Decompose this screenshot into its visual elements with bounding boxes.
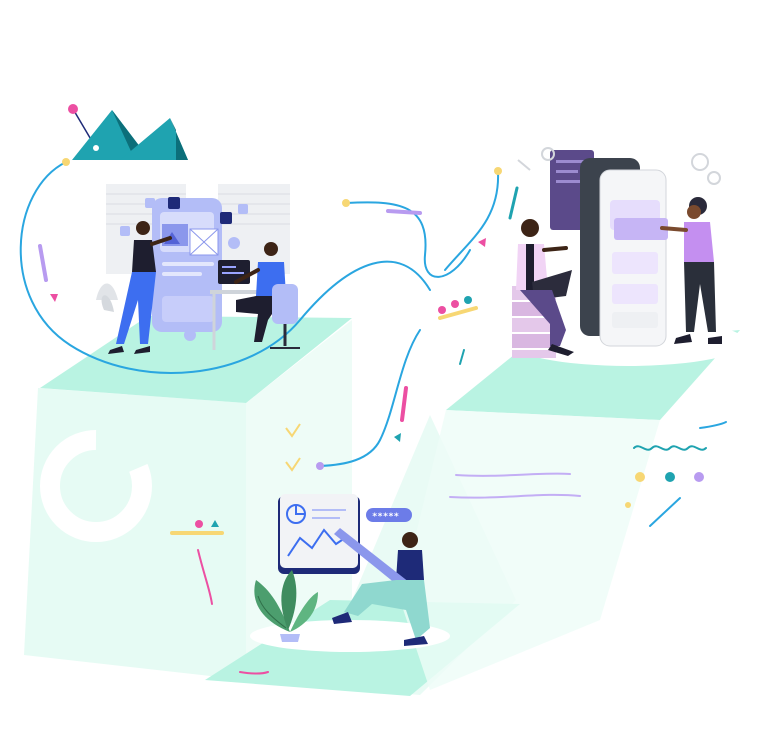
platforms: [24, 316, 740, 696]
connector-far-right: [699, 421, 727, 429]
magnifier-icon: [184, 329, 196, 341]
dot-row: [625, 472, 704, 508]
accent-diagonal: [649, 497, 681, 527]
person-with-pen: [332, 528, 430, 646]
connector-top: [345, 201, 471, 278]
wavy-lines: [449, 445, 707, 499]
plant-icon: [254, 570, 318, 642]
phone-mockup-icon: [580, 158, 668, 347]
designer-presenting: [660, 197, 722, 344]
checkmark-icon: [285, 423, 301, 472]
developer-with-laptop: [516, 219, 574, 356]
report-panel: [278, 494, 360, 574]
password-masked-text: *****: [372, 512, 399, 522]
connector-lines: [19, 161, 727, 527]
right-ramp: [400, 410, 660, 690]
analytics-scene: *****: [250, 494, 450, 652]
development-scene: [510, 147, 746, 366]
decorative-accents: [38, 186, 519, 675]
ui-design-scene: [96, 184, 300, 354]
donut-chart-icon: [40, 429, 152, 542]
developer-seated: [210, 242, 300, 350]
mountain-logo-icon: [68, 104, 188, 160]
connector-right: [444, 171, 500, 271]
connector-nodes: [62, 158, 502, 470]
password-field: [366, 508, 412, 522]
connector-down: [319, 329, 421, 467]
designer-standing: [108, 221, 172, 354]
pen-icon: [334, 528, 414, 592]
connector-loop: [19, 161, 431, 374]
left-column: [24, 388, 246, 680]
